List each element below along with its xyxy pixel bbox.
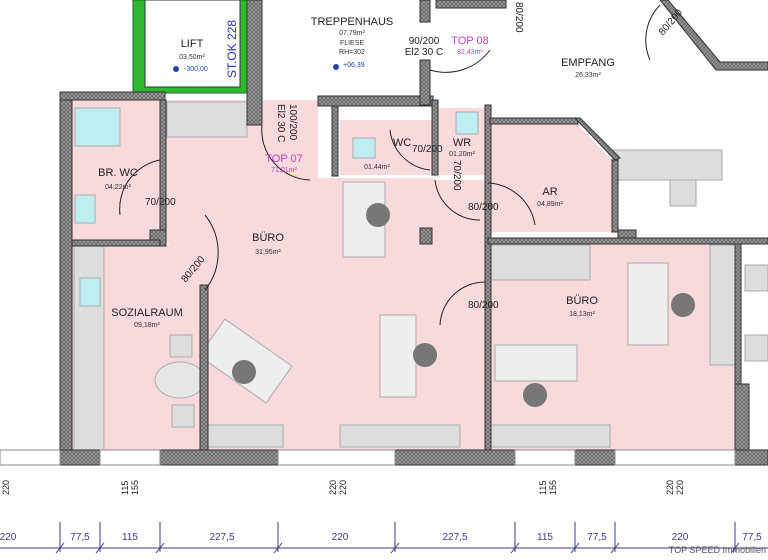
dimension-label: 77,5 — [742, 532, 762, 543]
room-ar: AR 04,89m² — [537, 186, 563, 208]
dimension-slash — [390, 542, 400, 554]
window-dim: 155 — [130, 480, 140, 495]
dimension-slash — [55, 542, 65, 554]
door-size: 70/200 — [451, 160, 462, 191]
room-level: -300,00 — [184, 66, 208, 73]
watermark: TOP SPEED Immobilien — [669, 545, 766, 555]
room-area: 31,95m² — [255, 249, 281, 256]
door-size: 70/200 — [412, 144, 443, 155]
lift-shaft — [132, 0, 248, 94]
room-name: WR — [453, 137, 471, 149]
room-empfang: EMPFANG 26,33m² — [561, 57, 615, 79]
room-treppenhaus: TREPPENHAUS 07,79m² FLIESE RH=302 +06,39 — [311, 16, 394, 70]
room-sozialraum: SOZIALRAUM 09,18m² — [111, 307, 183, 329]
dimension-label: 227,5 — [442, 532, 467, 543]
room-area: 18,13m² — [569, 311, 595, 318]
room-br-wc: BR. WC 04,22m² — [98, 167, 138, 191]
unit-area: 71,01m² — [271, 167, 297, 174]
window-dim: 220 — [1, 480, 11, 495]
room-level: +06,39 — [343, 62, 365, 69]
unit-top-08: TOP 08 82,43m² — [451, 35, 489, 56]
room-area: 03,50m² — [179, 54, 205, 61]
room-buero-2: BÜRO 18,13m² — [566, 295, 598, 318]
door-size: 80/200 — [468, 202, 499, 213]
window-dim: 115 — [120, 481, 130, 495]
door-size: 80/200 — [513, 2, 524, 33]
door-rating: El2 30 C — [405, 47, 443, 58]
door-swings — [119, 4, 661, 326]
window-dim: 220 — [328, 480, 338, 495]
unit-name: TOP 08 — [451, 35, 489, 47]
room-name: TREPPENHAUS — [311, 16, 394, 28]
level-marker-icon — [173, 66, 179, 72]
dimension-slash — [155, 542, 165, 554]
room-area: 09,18m² — [134, 322, 160, 329]
dimension-label: 77,5 — [587, 532, 607, 543]
shaft-label: ST.OK 228 — [225, 20, 239, 78]
room-name: BÜRO — [566, 295, 598, 307]
level-marker-icon — [333, 64, 339, 70]
walls — [0, 0, 768, 466]
door-rating: El2 30 C — [275, 104, 286, 142]
room-name: BR. WC — [98, 167, 138, 179]
dimension-label: 227,5 — [209, 532, 234, 543]
room-name: SOZIALRAUM — [111, 307, 183, 319]
room-area: 26,33m² — [575, 72, 601, 79]
room-name: WC — [393, 137, 411, 149]
room-floor: FLIESE — [340, 40, 364, 47]
window-dim: 220 — [675, 480, 685, 495]
dimension-label: 115 — [122, 532, 138, 543]
dimension-slash — [730, 542, 740, 554]
window-dim: 155 — [548, 480, 558, 495]
room-area: 04,89m² — [537, 201, 563, 208]
door-size: 100/200 — [287, 104, 298, 141]
dimension-slash — [570, 542, 580, 554]
unit-top-07: TOP 07 71,01m² — [265, 153, 303, 174]
dimension-label: 220 — [672, 532, 689, 543]
window-dim: 220 — [338, 480, 348, 495]
dimension-slash — [273, 542, 283, 554]
dimension-label: 220 — [332, 532, 349, 543]
window-dimensions: 220 115 155 220 220 115 155 220 220 — [1, 480, 685, 495]
room-wr: WR 01,20m² — [449, 137, 475, 158]
room-name: BÜRO — [252, 232, 284, 244]
room-area: 01,20m² — [449, 151, 475, 158]
room-area: 04,22m² — [105, 184, 131, 191]
room-lift: LIFT 03,50m² -300,00 ST.OK 228 — [173, 20, 239, 78]
room-name: EMPFANG — [561, 57, 615, 69]
dimension-slash — [610, 542, 620, 554]
dimension-slash — [95, 542, 105, 554]
window-dim: 115 — [538, 481, 548, 495]
dimension-label: 220 — [0, 532, 17, 543]
room-area: 07,79m² — [339, 30, 365, 37]
door-size: 70/200 — [145, 197, 176, 208]
furniture — [73, 101, 768, 451]
room-buero-1: BÜRO 31,95m² — [252, 232, 284, 256]
room-height: RH=302 — [339, 49, 365, 56]
unit-name: TOP 07 — [265, 153, 303, 165]
unit-area: 82,43m² — [457, 49, 483, 56]
door-size: 80/200 — [468, 300, 499, 311]
dimension-slash — [510, 542, 520, 554]
dimension-chain: 220 77,5 115 227,5 220 227,5 115 77,5 220 77,5 — [0, 522, 768, 554]
door-size: 90/200 — [409, 36, 440, 47]
room-area: 01,44m² — [364, 164, 390, 171]
room-name: AR — [542, 186, 557, 198]
room-wc: WC 01,44m² — [364, 137, 411, 171]
dimension-label: 77,5 — [70, 532, 90, 543]
dimension-label: 115 — [537, 532, 553, 543]
window-dim: 220 — [665, 480, 675, 495]
room-fills — [72, 100, 735, 450]
room-name: LIFT — [181, 38, 204, 50]
